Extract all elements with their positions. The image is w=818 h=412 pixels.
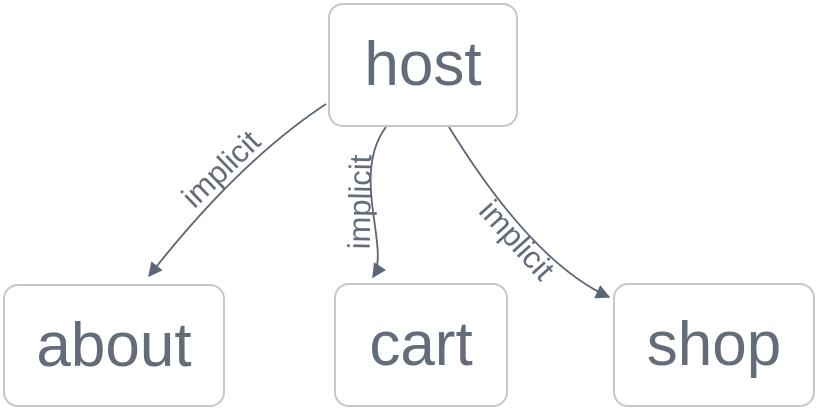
node-host-label: host xyxy=(364,30,482,99)
edge-host-cart xyxy=(369,126,387,279)
node-cart[interactable]: cart xyxy=(334,283,508,407)
edge-label-host-cart: implicit xyxy=(341,154,379,250)
node-cart-label: cart xyxy=(369,310,473,379)
node-host[interactable]: host xyxy=(328,3,518,127)
node-about[interactable]: about xyxy=(3,284,225,407)
node-shop[interactable]: shop xyxy=(613,283,815,407)
edge-host-about xyxy=(148,103,327,278)
edge-host-shop xyxy=(448,126,611,299)
node-about-label: about xyxy=(36,310,192,380)
node-shop-label: shop xyxy=(646,310,782,379)
